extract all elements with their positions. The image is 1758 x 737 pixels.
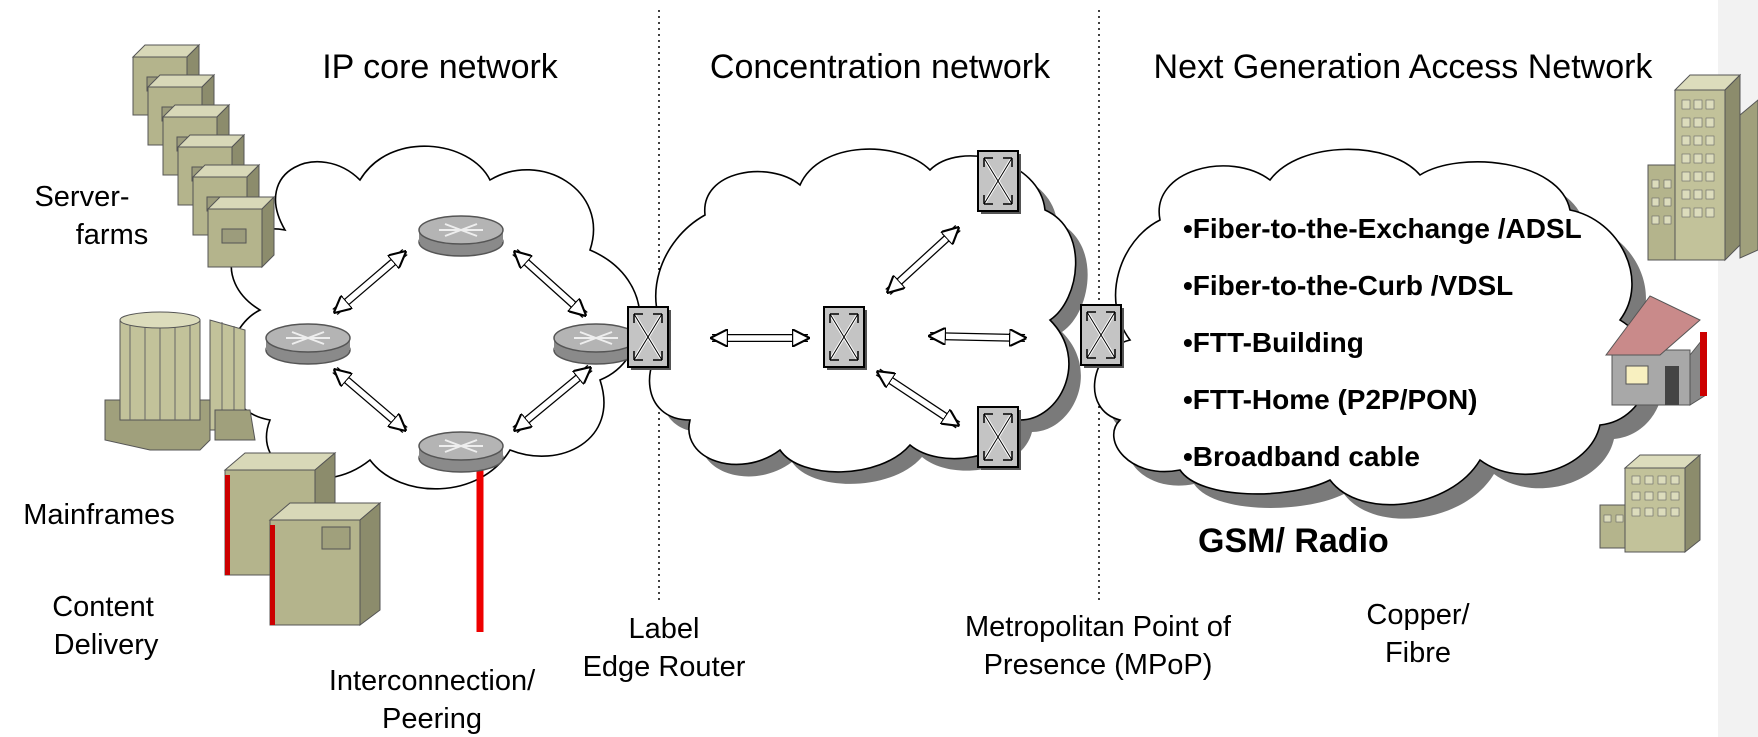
concentration-switch-top — [976, 149, 1023, 216]
label-edge-router-switch — [626, 305, 673, 372]
label-edge-router-1: Label — [629, 613, 700, 645]
house-icon — [1605, 295, 1707, 406]
mainframe-icon — [104, 311, 256, 451]
content-delivery-icon — [223, 451, 382, 626]
core-links — [335, 248, 590, 434]
label-server-farms-2: farms — [76, 219, 149, 251]
label-content-delivery-1: Content — [52, 591, 154, 623]
section-title-access: Next Generation Access Network — [1154, 48, 1654, 86]
label-mpop-1: Metropolitan Point of — [965, 611, 1232, 643]
concentration-switch-center — [822, 305, 869, 372]
label-copper-1: Copper/ — [1366, 599, 1470, 631]
core-router-right — [553, 323, 639, 365]
server-farm-icon — [132, 44, 275, 268]
access-option-ftth: •FTT-Home (P2P/PON) — [1183, 384, 1478, 415]
office-building-icon — [1647, 73, 1758, 262]
access-option-cable: •Broadband cable — [1183, 441, 1420, 472]
core-router-bottom — [418, 431, 504, 473]
core-router-left — [265, 323, 351, 365]
label-gsm-radio: GSM/ Radio — [1198, 522, 1389, 560]
concentration-links — [712, 225, 1025, 429]
label-mpop-2: Presence (MPoP) — [984, 649, 1213, 681]
section-title-ip-core: IP core network — [322, 48, 559, 86]
concentration-switch-bottom — [976, 405, 1023, 472]
access-network-cloud — [1093, 148, 1663, 519]
concentration-cloud — [648, 148, 1088, 484]
mpop-switch — [1079, 303, 1126, 370]
access-option-fttc: •Fiber-to-the-Curb /VDSL — [1183, 270, 1513, 301]
core-router-top — [418, 215, 504, 257]
label-server-farms-1: Server- — [34, 181, 129, 213]
section-title-concentration: Concentration network — [710, 48, 1051, 86]
label-interconnection-1: Interconnection/ — [329, 665, 536, 697]
label-copper-2: Fibre — [1385, 637, 1451, 669]
label-interconnection-2: Peering — [382, 703, 482, 735]
access-option-fttb: •FTT-Building — [1183, 327, 1364, 358]
label-mainframes: Mainframes — [23, 499, 175, 531]
small-building-icon — [1599, 453, 1702, 554]
label-edge-router-2: Edge Router — [583, 651, 746, 683]
access-option-ftte: •Fiber-to-the-Exchange /ADSL — [1183, 213, 1582, 244]
label-content-delivery-2: Delivery — [54, 629, 159, 661]
